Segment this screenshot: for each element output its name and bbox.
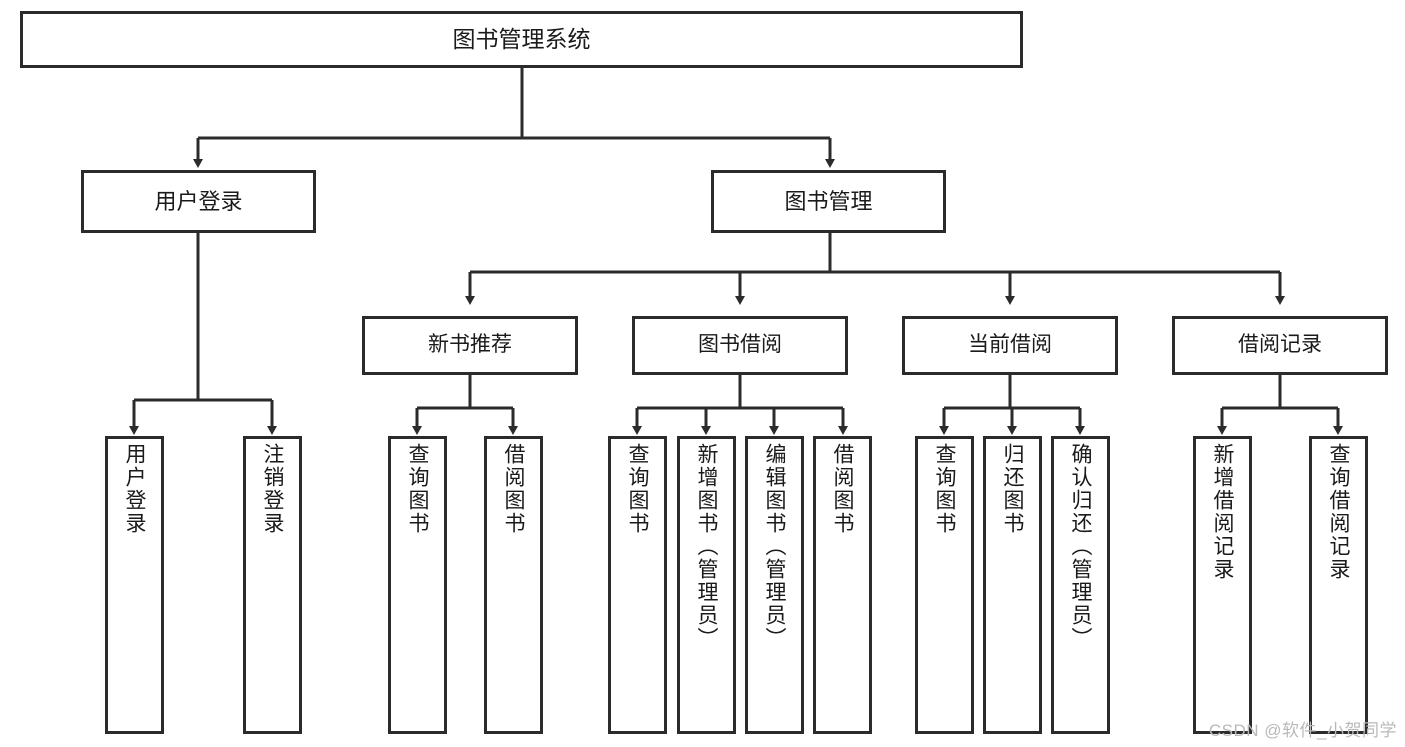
node-user-login[interactable]: 用户登录 <box>81 170 316 233</box>
node-book-borrow[interactable]: 图书借阅 <box>632 316 848 375</box>
node-label: 确认归还（管理员） <box>1069 443 1092 650</box>
leaf-current-borrow-query-book[interactable]: 查询图书 <box>915 436 974 734</box>
leaf-book-borrow-borrow-book[interactable]: 借阅图书 <box>813 436 872 734</box>
node-label: 查询图书 <box>626 443 649 535</box>
node-label: 借阅图书 <box>502 443 525 535</box>
node-label: 借阅记录 <box>1238 333 1322 357</box>
node-label: 用户登录 <box>123 443 146 535</box>
node-label: 用户登录 <box>154 188 243 214</box>
node-current-borrow[interactable]: 当前借阅 <box>902 316 1118 375</box>
leaf-book-borrow-edit-book-admin[interactable]: 编辑图书（管理员） <box>745 436 804 734</box>
node-label: 图书管理 <box>784 188 873 214</box>
leaf-user-login-logout[interactable]: 注销登录 <box>243 436 302 734</box>
node-label: 新增借阅记录 <box>1211 443 1234 581</box>
node-label: 编辑图书（管理员） <box>763 443 786 650</box>
leaf-current-borrow-return-book[interactable]: 归还图书 <box>983 436 1042 734</box>
node-label: 查询图书 <box>406 443 429 535</box>
node-label: 查询图书 <box>933 443 956 535</box>
leaf-user-login-login[interactable]: 用户登录 <box>105 436 164 734</box>
leaf-current-borrow-confirm-return-admin[interactable]: 确认归还（管理员） <box>1051 436 1110 734</box>
csdn-watermark: CSDN @软件_小贺同学 <box>1208 721 1397 740</box>
leaf-book-borrow-query-book[interactable]: 查询图书 <box>608 436 667 734</box>
node-book-management[interactable]: 图书管理 <box>711 170 946 233</box>
node-label: 归还图书 <box>1001 443 1024 535</box>
node-label: 借阅图书 <box>831 443 854 535</box>
leaf-borrow-record-query-record[interactable]: 查询借阅记录 <box>1309 436 1368 734</box>
node-label: 图书借阅 <box>698 333 782 357</box>
node-new-book-recommend[interactable]: 新书推荐 <box>362 316 578 375</box>
node-label: 查询借阅记录 <box>1327 443 1350 581</box>
node-borrow-record[interactable]: 借阅记录 <box>1172 316 1388 375</box>
node-label: 新书推荐 <box>428 333 512 357</box>
node-label: 当前借阅 <box>968 333 1052 357</box>
node-label: 新增图书（管理员） <box>695 443 718 650</box>
leaf-new-book-query-book[interactable]: 查询图书 <box>388 436 447 734</box>
leaf-book-borrow-add-book-admin[interactable]: 新增图书（管理员） <box>677 436 736 734</box>
leaf-borrow-record-add-record[interactable]: 新增借阅记录 <box>1193 436 1252 734</box>
node-label: 图书管理系统 <box>452 25 591 52</box>
node-label: 注销登录 <box>261 443 284 535</box>
node-root-book-management-system[interactable]: 图书管理系统 <box>20 11 1023 68</box>
leaf-new-book-borrow-book[interactable]: 借阅图书 <box>484 436 543 734</box>
